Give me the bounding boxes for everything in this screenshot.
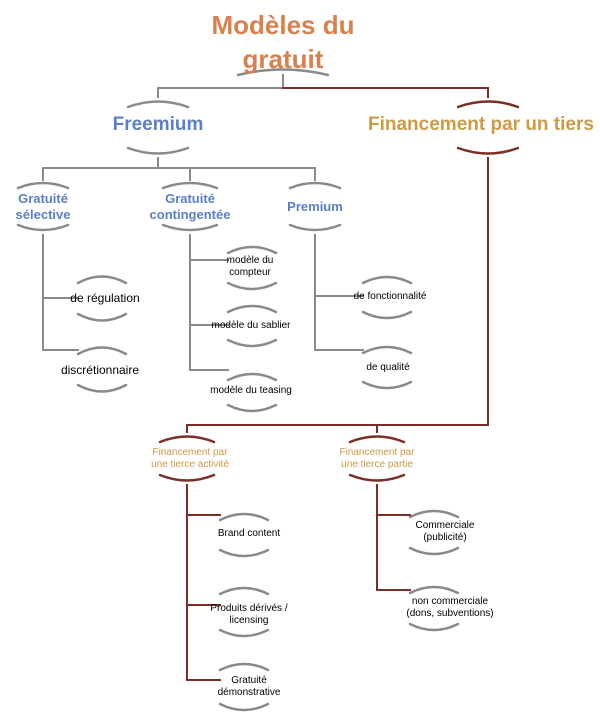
non-commerciale-line-1: non commerciale (411, 596, 489, 607)
leaf-produits-derives: Produits dérivés / licensing (194, 603, 304, 627)
produits-derives-line-1: Produits dérivés / (210, 603, 288, 614)
gratuite-contingentee-line-2: contingentée (149, 207, 231, 223)
node-gratuite-contingentee: Gratuité contingentée (140, 191, 240, 224)
leaf-de-regulation: de régulation (70, 291, 140, 305)
commerciale-line-1: Commerciale (415, 520, 475, 531)
node-gratuite-selective: Gratuité sélective (3, 191, 83, 224)
node-financement-tierce-activite: Financement par une tierce activité (135, 447, 245, 470)
title-line-1: Modèles du (211, 10, 355, 40)
gratuite-selective-line-1: Gratuité (18, 191, 68, 206)
modele-compteur-line-2: compteur (229, 267, 271, 278)
leaf-de-fonctionnalite: de fonctionnalité (353, 291, 427, 302)
node-freemium: Freemium (112, 114, 204, 135)
commerciale-line-2: (publicité) (423, 532, 467, 543)
diagram-title: Modèles du gratuit (203, 8, 363, 76)
title-line-2: gratuit (242, 44, 324, 74)
leaf-modele-du-compteur: modèle du compteur (205, 255, 295, 279)
leaf-modele-du-sablier: modèle du sablier (211, 320, 291, 331)
non-commerciale-line-2: (dons, subventions) (406, 608, 494, 619)
gratuite-demo-line-1: Gratuité (231, 675, 267, 686)
leaf-de-qualite: de qualité (366, 362, 410, 373)
modele-compteur-line-1: modèle du (226, 255, 274, 266)
leaf-commerciale: Commerciale (publicité) (395, 520, 495, 544)
node-financement-par-un-tiers: Financement par un tiers (368, 114, 594, 135)
gratuite-contingentee-line-1: Gratuité (165, 191, 215, 206)
leaf-modele-du-teasing: modèle du teasing (210, 385, 292, 396)
leaf-discretionnaire: discrétionnaire (60, 363, 140, 377)
gratuite-selective-line-2: sélective (15, 207, 71, 223)
fin-partie-line-1: Financement par (339, 447, 415, 458)
leaf-non-commerciale: non commerciale (dons, subventions) (385, 596, 515, 620)
node-premium: Premium (287, 199, 343, 214)
node-financement-tierce-partie: Financement par une tierce partie (322, 447, 432, 470)
leaf-gratuite-demonstrative: Gratuité démonstrative (199, 675, 299, 699)
fin-activite-line-1: Financement par (152, 447, 228, 458)
leaf-brand-content: Brand content (217, 528, 281, 539)
gratuite-demo-line-2: démonstrative (217, 687, 281, 698)
produits-derives-line-2: licensing (229, 615, 269, 626)
fin-partie-line-2: une tierce partie (341, 458, 413, 470)
fin-activite-line-2: une tierce activité (151, 458, 229, 470)
